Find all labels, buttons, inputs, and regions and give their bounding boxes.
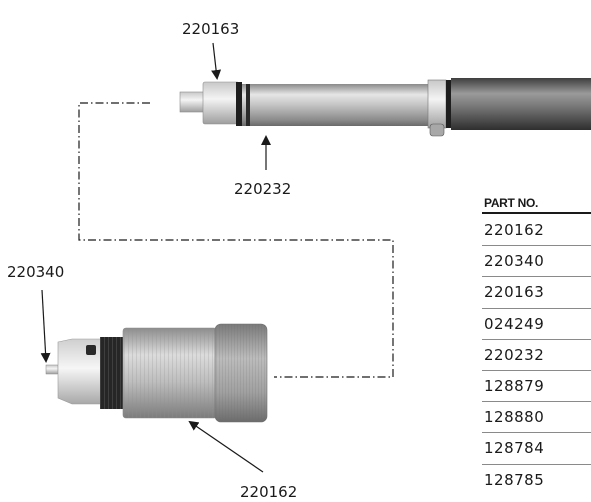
callout-220163: 220163 (182, 20, 239, 38)
upper-tip-pin (179, 91, 205, 113)
parts-table-row: 128785 (484, 470, 545, 489)
lower-pin (45, 364, 59, 375)
upper-clamp (429, 123, 445, 137)
arrow-220163 (211, 42, 222, 80)
torch-lower-assembly (45, 323, 268, 423)
parts-table: PART NO. 220162 220340 220163 024249 220… (482, 192, 591, 496)
upper-collar-ring (446, 80, 451, 128)
upper-front-body (202, 81, 240, 125)
lower-black-ring-rib (100, 337, 124, 409)
parts-table-row: 024249 (482, 309, 591, 340)
arrow-220340 (40, 289, 51, 363)
parts-table-row: 128879 (482, 371, 591, 403)
upper-tube (242, 84, 432, 126)
torch-upper-assembly (179, 78, 591, 137)
oring-220163 (236, 82, 242, 126)
parts-table-row: 220163 (482, 277, 591, 309)
lower-nose-window (86, 345, 96, 355)
upper-handle (451, 78, 591, 130)
lower-knurled-texture (215, 324, 267, 422)
parts-table-row: 128880 (482, 402, 591, 434)
callout-220162: 220162 (240, 483, 297, 501)
callout-220340: 220340 (7, 263, 64, 281)
parts-table-row: 220232 (482, 340, 591, 371)
upper-collar (427, 79, 447, 129)
oring-220232 (246, 84, 250, 126)
parts-table-header: PART NO. (482, 192, 591, 214)
lower-ribbed-texture (123, 328, 217, 418)
parts-table-row: 220162 (482, 215, 591, 247)
parts-table-row: 128784 (482, 433, 591, 465)
parts-table-row: 220340 (482, 246, 591, 278)
callout-220232: 220232 (234, 180, 291, 198)
connector-path (78, 102, 394, 378)
arrow-220162 (188, 420, 264, 473)
